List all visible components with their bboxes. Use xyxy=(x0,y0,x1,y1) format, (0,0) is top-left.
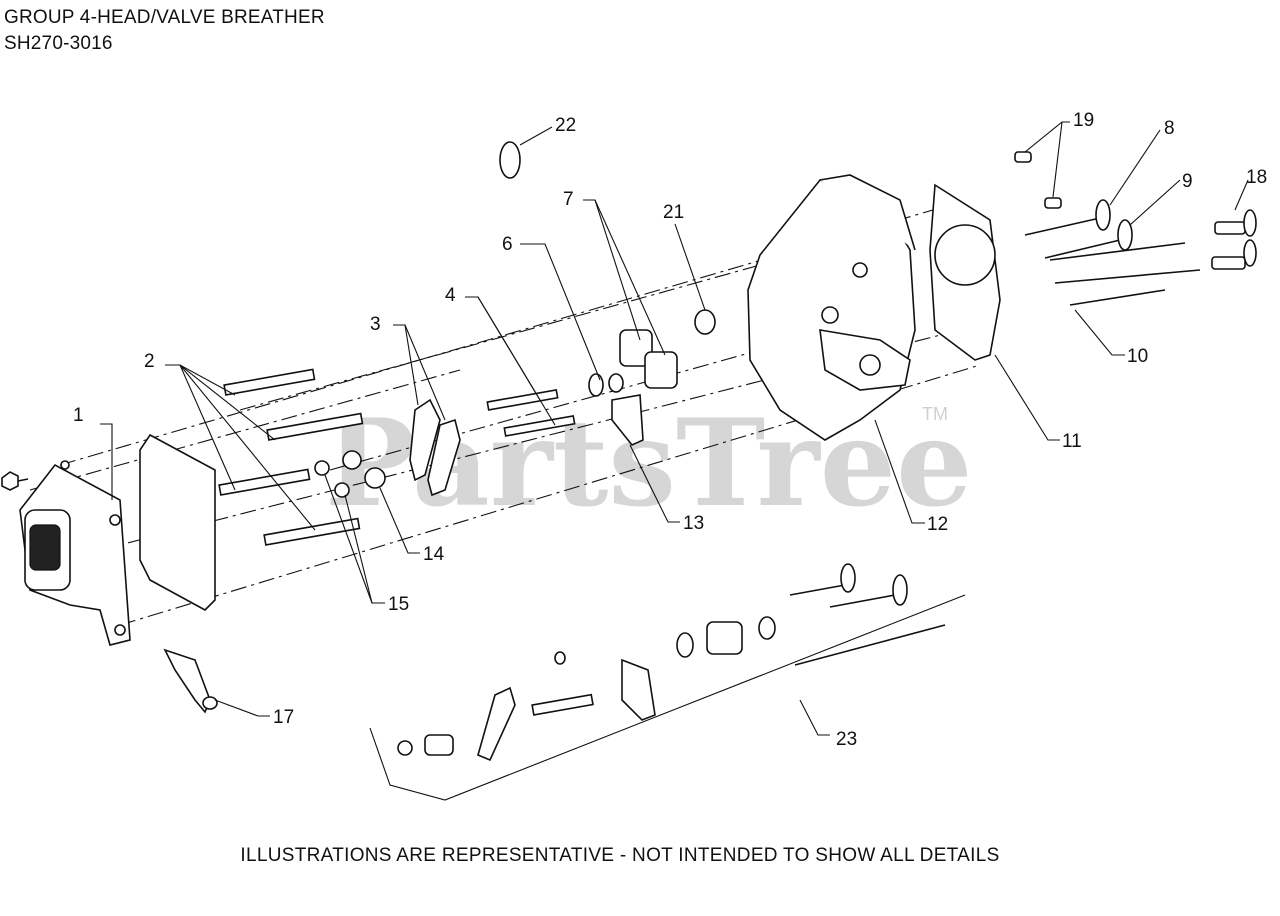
part-18-tappets[interactable] xyxy=(1211,209,1257,270)
part-13-push-rod-guide[interactable] xyxy=(611,394,644,446)
callout-10[interactable]: 10 xyxy=(1127,346,1148,367)
diagram-title: GROUP 4-HEAD/VALVE BREATHER xyxy=(4,7,325,28)
part-23-valve-kit[interactable] xyxy=(397,563,946,762)
part-8-9-valves[interactable] xyxy=(1024,199,1133,259)
callout-3[interactable]: 3 xyxy=(370,314,381,335)
callout-23[interactable]: 23 xyxy=(836,729,857,750)
callout-17[interactable]: 17 xyxy=(273,707,294,728)
part-2-bolts[interactable] xyxy=(218,368,364,546)
callout-21[interactable]: 21 xyxy=(663,202,684,223)
part-4-rocker-studs[interactable] xyxy=(486,388,576,437)
part-10-push-rods[interactable] xyxy=(1049,242,1201,306)
part-19-valve-guides[interactable] xyxy=(1014,151,1062,209)
callout-6[interactable]: 6 xyxy=(502,234,513,255)
cover-bolt[interactable] xyxy=(1,471,29,491)
callout-9[interactable]: 9 xyxy=(1182,171,1193,192)
model-number: SH270-3016 xyxy=(4,33,113,54)
part-14-15-nuts[interactable] xyxy=(314,450,386,498)
callout-22[interactable]: 22 xyxy=(555,115,576,136)
part-17-breather-hose[interactable] xyxy=(163,648,218,714)
watermark-trademark: TM xyxy=(922,404,948,424)
callout-8[interactable]: 8 xyxy=(1164,118,1175,139)
callout-14[interactable]: 14 xyxy=(423,544,445,565)
part-12-cylinder-head[interactable] xyxy=(747,174,916,441)
callout-11[interactable]: 11 xyxy=(1062,431,1082,452)
callout-19[interactable]: 19 xyxy=(1073,110,1094,131)
leader-lines xyxy=(100,121,1249,736)
disclaimer-note: ILLUSTRATIONS ARE REPRESENTATIVE - NOT I… xyxy=(240,845,1000,866)
callout-15[interactable]: 15 xyxy=(388,594,409,615)
part-3-rocker-arms[interactable] xyxy=(409,398,461,497)
part-21-valve-stem-seal[interactable] xyxy=(694,309,716,335)
gasket-bore xyxy=(934,224,996,286)
callout-18[interactable]: 18 xyxy=(1246,167,1267,188)
kit-bracket-line xyxy=(369,594,966,801)
callout-12[interactable]: 12 xyxy=(927,514,948,535)
part-cover-gasket[interactable] xyxy=(139,433,216,611)
part-7-valve-springs[interactable] xyxy=(619,329,678,389)
callout-4[interactable]: 4 xyxy=(445,285,456,306)
callout-13[interactable]: 13 xyxy=(683,513,704,534)
callout-1[interactable]: 1 xyxy=(73,405,84,426)
part-1-valve-cover[interactable] xyxy=(19,460,131,646)
callout-7[interactable]: 7 xyxy=(563,189,574,210)
part-22-o-ring[interactable] xyxy=(499,141,521,179)
callout-2[interactable]: 2 xyxy=(144,351,155,372)
callout-labels: 1 2 3 4 6 7 8 9 10 11 12 13 14 15 17 18 … xyxy=(73,110,1267,750)
